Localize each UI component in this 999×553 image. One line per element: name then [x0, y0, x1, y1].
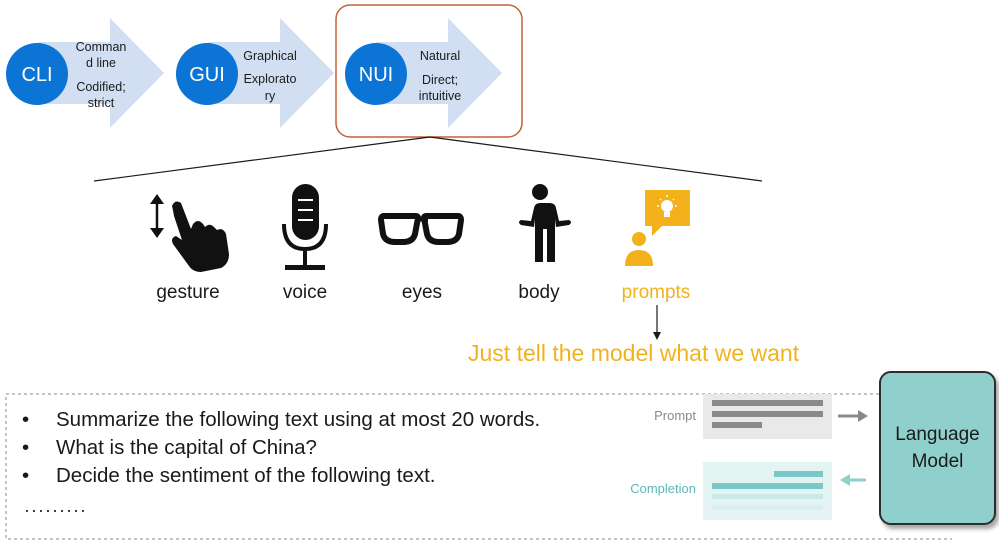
stage-nui-text-4: intuitive [419, 89, 461, 103]
gesture-hand-icon [150, 194, 229, 272]
modality-label-prompts: prompts [621, 282, 691, 303]
stage-cli-text-2: d line [86, 56, 116, 70]
example-prompt-text: Decide the sentiment of the following te… [56, 464, 436, 487]
stage-cli-text-4: strict [88, 96, 115, 110]
completion-label: Completion [630, 481, 696, 496]
prompt-person-idea-icon [625, 190, 690, 266]
stage-gui-text-1: Graphical [243, 49, 297, 63]
example-prompt-list: •Summarize the following text using at m… [22, 408, 540, 492]
list-item: •Summarize the following text using at m… [22, 408, 541, 431]
modality-label-voice: voice [282, 282, 328, 303]
person-icon [519, 184, 571, 262]
expand-line-right [429, 136, 763, 182]
modality-label-body: body [518, 282, 560, 303]
stage-arrow-nui [376, 18, 502, 128]
prompts-down-arrowhead [653, 332, 661, 340]
stage-nui-text-1: Natural [420, 49, 460, 63]
stage-abbr-gui: GUI [189, 64, 225, 86]
model-label-line1: Language [895, 424, 980, 445]
stage-circle-cli [6, 43, 68, 105]
list-item: •Decide the sentiment of the following t… [22, 464, 436, 487]
stage-cli-text-1: Comman [76, 40, 127, 54]
prompt-arrow-right [838, 410, 868, 422]
stage-abbr-nui: NUI [359, 64, 393, 86]
completion-document-icon [703, 462, 832, 520]
example-prompt-text: Summarize the following text using at mo… [56, 408, 541, 431]
language-model-box: Language Model [879, 371, 996, 525]
microphone-icon [282, 184, 328, 270]
stage-gui-text-4: ry [265, 89, 276, 103]
stage-arrow-gui [208, 18, 334, 128]
ellipsis-more: ········· [24, 500, 87, 520]
stage-abbr-cli: CLI [21, 64, 52, 86]
examples-dashed-box [5, 393, 952, 540]
stage-arrow-cli [38, 18, 164, 128]
stage-cli-text-3: Codified; [76, 80, 125, 94]
prompt-label: Prompt [654, 408, 696, 423]
prompt-document-icon [703, 394, 832, 439]
stage-gui-text-3: Explorato [244, 72, 297, 86]
stage-circle-gui [176, 43, 238, 105]
example-prompt-text: What is the capital of China? [56, 436, 317, 459]
headline-just-tell: Just tell the model what we want [468, 340, 800, 366]
modality-label-eyes: eyes [401, 282, 443, 303]
glasses-icon [377, 213, 465, 245]
modality-label-gesture: gesture [156, 282, 220, 303]
expand-line-left [93, 136, 431, 182]
model-label-line2: Model [911, 451, 964, 472]
stage-nui-text-3: Direct; [422, 73, 458, 87]
completion-arrow-left [840, 474, 866, 486]
list-item: •What is the capital of China? [22, 436, 317, 459]
stage-circle-nui [345, 43, 407, 105]
